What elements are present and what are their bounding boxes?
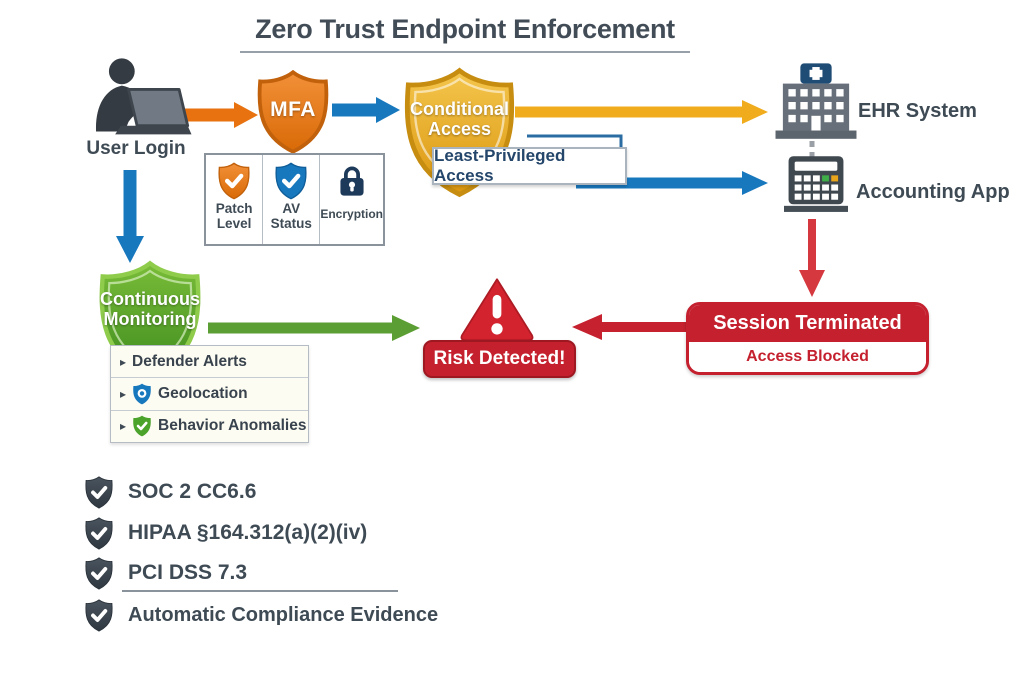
signal-geolocation: ▸ Geolocation [111,378,308,411]
monitoring-signals-box: ▸ Defender Alerts ▸ Geolocation ▸ Behavi… [110,345,309,443]
shield-check-dark-icon [84,476,114,509]
bullet-icon: ▸ [120,354,127,369]
arrow-user-to-monitoring [116,170,144,263]
least-privileged-box: Least-Privileged Access [432,146,627,185]
arrow-monitoring-to-risk [208,315,420,341]
shield-check-green-icon [132,415,152,437]
signal-defender-alerts: ▸ Defender Alerts [111,346,308,379]
calculator-icon [784,156,848,212]
posture-label: Encryption [320,207,384,221]
compliance-divider [122,590,398,592]
accounting-app-label: Accounting App [856,181,1010,203]
bullet-icon: ▸ [120,386,127,401]
compliance-row-pci: PCI DSS 7.3 [84,555,247,591]
posture-av-status: AV Status [262,155,319,244]
compliance-row-evidence: Automatic Compliance Evidence [84,597,438,633]
arrow-user-to-mfa [184,102,258,128]
ehr-system-label: EHR System [858,100,977,122]
user-laptop-icon [95,58,192,135]
mfa-label: MFA [270,98,316,121]
mfa-node: MFA [254,70,332,154]
shield-check-blue-icon [274,162,308,200]
warning-triangle-icon [460,278,534,342]
risk-detected-badge: Risk Detected! [423,340,576,378]
shield-check-dark-icon [84,517,114,550]
shield-location-blue-icon [132,383,152,405]
page-title: Zero Trust Endpoint Enforcement [240,14,690,53]
lock-icon [340,166,364,196]
signal-behavior-anomalies: ▸ Behavior Anomalies [111,411,308,442]
compliance-row-hipaa: HIPAA §164.312(a)(2)(iv) [84,515,367,551]
user-login-label: User Login [86,138,186,159]
posture-patch-level: Patch Level [206,155,262,244]
posture-encryption: Encryption [319,155,383,244]
endpoint-posture-box: Patch Level AV Status Encryption [204,153,385,246]
posture-label: AV Status [270,201,312,231]
bullet-icon: ▸ [120,419,127,434]
hospital-building-icon [775,63,857,139]
posture-label: Patch Level [215,201,253,231]
access-blocked-subtitle: Access Blocked [689,342,926,372]
continuous-monitoring-label: Continuous Monitoring [100,289,200,329]
arrow-conditional-access-to-ehr [515,100,768,124]
compliance-row-soc2: SOC 2 CC6.6 [84,474,256,510]
session-terminated-title: Session Terminated [689,305,926,342]
shield-check-dark-icon [84,599,114,632]
continuous-monitoring-node: Continuous Monitoring [83,260,217,381]
arrow-accounting-to-session [799,219,825,297]
arrow-session-to-risk [572,314,690,340]
session-terminated-banner: Session Terminated Access Blocked [686,302,929,375]
shield-check-orange-icon [217,162,251,200]
arrow-mfa-to-conditional-access [332,97,400,123]
conditional-access-label: Conditional Access [410,99,509,139]
shield-check-dark-icon [84,557,114,590]
